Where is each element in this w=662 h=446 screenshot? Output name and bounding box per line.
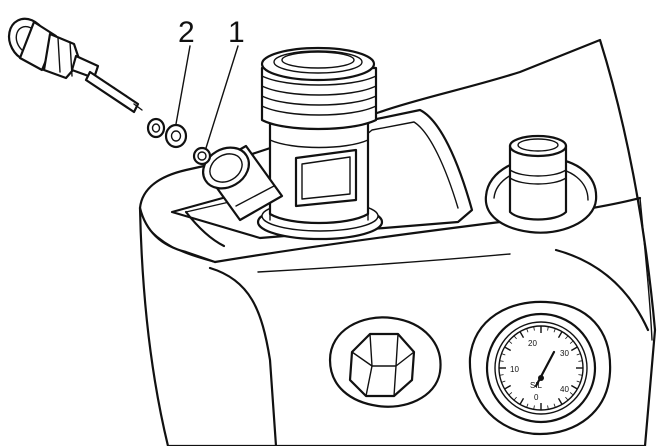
pressure-gauge: 10 20 30 40 0 SIL <box>485 312 597 424</box>
gauge-ticks <box>499 326 583 410</box>
gauge-tick <box>547 326 549 331</box>
gauge-tick <box>508 392 513 396</box>
callout-label-2: 2 <box>178 16 195 49</box>
leader-line-2 <box>175 45 191 125</box>
gauge-tick <box>526 328 529 333</box>
gauge-tick <box>526 403 529 408</box>
gauge-tick <box>533 326 535 331</box>
gauge-tick <box>576 353 581 356</box>
gauge-tick <box>513 396 517 401</box>
washer-2 <box>164 123 188 149</box>
gauge-label-10: 10 <box>510 365 519 374</box>
filler-neck <box>256 46 384 241</box>
gauge-tick <box>569 340 574 344</box>
hex-plug <box>348 332 416 398</box>
gauge-tick <box>504 346 512 352</box>
gauge-tick <box>569 392 574 396</box>
gauge-hub <box>538 375 544 381</box>
gauge-tick <box>533 405 535 410</box>
gauge-tick <box>519 331 525 339</box>
gauge-tick <box>519 397 525 405</box>
gauge-tick <box>508 340 513 344</box>
callout-label-1: 1 <box>228 16 245 49</box>
gauge-tick <box>578 360 583 362</box>
gauge-tick <box>513 335 517 340</box>
washer-small <box>146 117 166 139</box>
gauge-label-40: 40 <box>560 385 569 394</box>
gauge-tick <box>499 374 504 376</box>
gauge-tick <box>557 331 563 339</box>
gauge-tick <box>565 335 569 340</box>
gauge-tick <box>565 396 569 401</box>
side-spout <box>202 144 284 222</box>
gauge-label-20: 20 <box>528 339 537 348</box>
gauge-label-0: 0 <box>534 393 539 402</box>
gauge-tick <box>570 346 578 352</box>
o-ring-1 <box>192 146 212 166</box>
gauge-tick <box>547 405 549 410</box>
gauge-tick <box>501 380 506 383</box>
gauge-label-30: 30 <box>560 349 569 358</box>
gauge-tick <box>501 353 506 356</box>
gauge-tick <box>578 374 583 376</box>
right-port <box>508 134 568 221</box>
gauge-tick <box>553 403 556 408</box>
leader-line-1 <box>205 45 239 149</box>
gauge-tick <box>499 360 504 362</box>
gauge-tick <box>570 384 578 390</box>
callout-2: 2 <box>175 16 195 125</box>
gauge-tick <box>553 328 556 333</box>
callout-1: 1 <box>205 16 245 149</box>
gauge-tick <box>557 397 563 405</box>
gauge-tick <box>576 380 581 383</box>
relief-valve <box>7 17 143 114</box>
gauge-tick <box>504 384 512 390</box>
gauge-needle <box>534 350 556 388</box>
